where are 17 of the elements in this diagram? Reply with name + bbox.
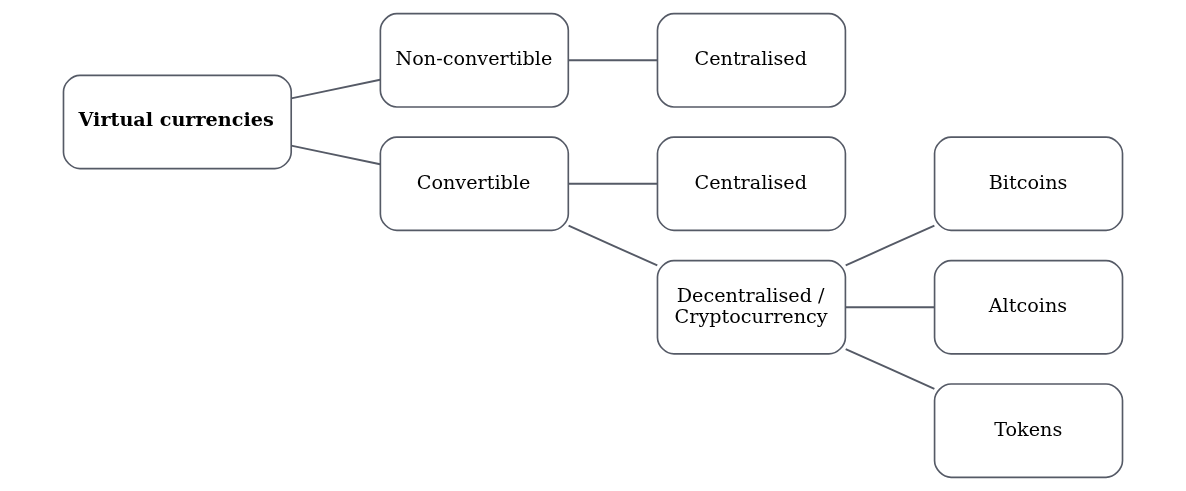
- connector: [290, 144, 382, 166]
- connector: [567, 182, 659, 185]
- node-box: Centralised: [656, 12, 847, 108]
- node-box: Non-convertible: [379, 12, 570, 108]
- node-box: Centralised: [656, 136, 847, 232]
- connector: [290, 78, 382, 100]
- node-box: Convertible: [379, 136, 570, 232]
- node-box: Virtual currencies: [62, 74, 293, 170]
- node-box: Altcoins: [933, 259, 1124, 355]
- node-box: Tokens: [933, 383, 1124, 479]
- connector: [567, 59, 659, 62]
- node-box: Decentralised / Cryptocurrency: [656, 259, 847, 355]
- connector: [844, 224, 936, 267]
- node-box: Bitcoins: [933, 136, 1124, 232]
- connector: [567, 224, 659, 267]
- connector: [844, 306, 936, 309]
- connector: [844, 348, 936, 390]
